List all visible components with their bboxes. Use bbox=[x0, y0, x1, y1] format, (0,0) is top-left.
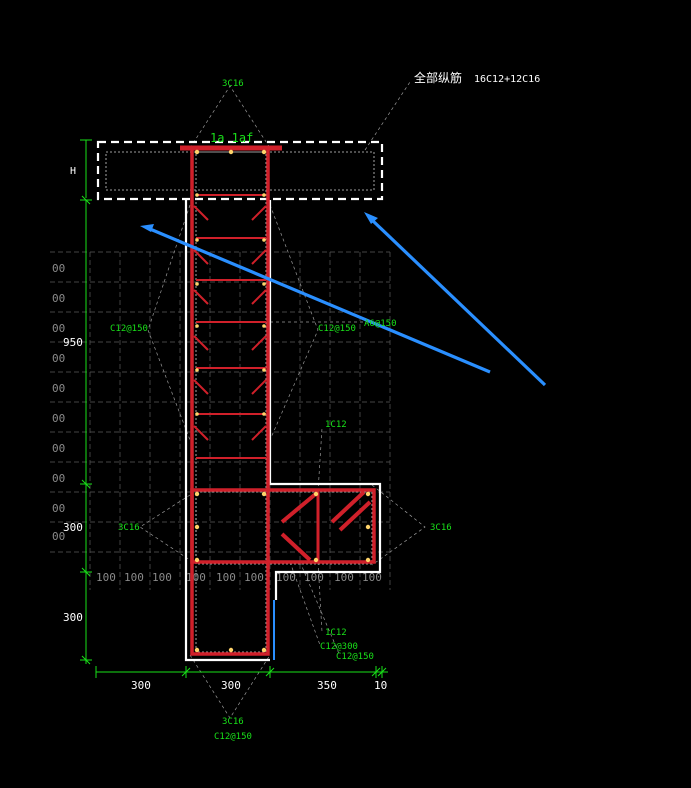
stirrup-label-right: C12@150 bbox=[318, 324, 356, 334]
corner-label-left: 3C16 bbox=[118, 523, 140, 533]
grid-row-label: 00 bbox=[52, 262, 65, 275]
title-value: 16C12+12C16 bbox=[474, 74, 540, 85]
flange-outline bbox=[96, 140, 384, 201]
leader-lines bbox=[139, 81, 426, 719]
title-label: 全部纵筋 bbox=[414, 70, 462, 85]
grid-row-label: 00 bbox=[52, 352, 65, 365]
grid-col-label: 100 bbox=[244, 571, 264, 584]
height-label: H bbox=[70, 166, 76, 177]
grid-col-label: 100 bbox=[276, 571, 296, 584]
grid-row-label: 00 bbox=[52, 530, 65, 543]
dimension-lines bbox=[80, 139, 388, 678]
grid-row-label: 00 bbox=[52, 382, 65, 395]
annotation-arrows bbox=[140, 212, 547, 387]
grid-col-label: 100 bbox=[96, 571, 116, 584]
rebar-dots bbox=[194, 149, 371, 653]
stirrup-label-bottom-right-b: C12@150 bbox=[336, 652, 374, 662]
bar-label-lower: 1C12 bbox=[325, 628, 347, 638]
grid-col-label: 100 bbox=[334, 571, 354, 584]
grid-col-label: 100 bbox=[152, 571, 172, 584]
section-outline bbox=[96, 140, 384, 662]
grid-row-label: 00 bbox=[52, 292, 65, 305]
grid-row-label: 00 bbox=[52, 412, 65, 425]
grid-row-label: 00 bbox=[52, 502, 65, 515]
grid-col-label: 100 bbox=[124, 571, 144, 584]
stirrup-label-bottom: C12@150 bbox=[214, 732, 252, 742]
corner-label-top: 3C16 bbox=[222, 79, 244, 89]
dim-horizontal-10: 10 bbox=[374, 679, 387, 692]
grid-col-label: 100 bbox=[216, 571, 236, 584]
stirrup-label-far-right: A6@150 bbox=[364, 319, 397, 329]
grid-row-label: 00 bbox=[52, 322, 65, 335]
dim-horizontal-350: 350 bbox=[317, 679, 337, 692]
dim-horizontal-300-left: 300 bbox=[131, 679, 151, 692]
rebar bbox=[180, 145, 376, 656]
bar-label-upper: 1C12 bbox=[325, 420, 347, 430]
dim-vertical-300-upper: 300 bbox=[63, 521, 83, 534]
corner-label-right: 3C16 bbox=[430, 523, 452, 533]
stirrup-label-bottom-right-a: C12@300 bbox=[320, 642, 358, 652]
corner-label-bottom: 3C16 bbox=[222, 717, 244, 727]
dim-vertical-950: 950 bbox=[63, 336, 83, 349]
dim-horizontal-300-mid: 300 bbox=[221, 679, 241, 692]
grid-row-label: 00 bbox=[52, 442, 65, 455]
grid-row-label: 00 bbox=[52, 472, 65, 485]
flange-label: 1a 1af bbox=[210, 131, 253, 145]
grid-col-label: 100 bbox=[362, 571, 382, 584]
stirrup-label-left: C12@150 bbox=[110, 324, 148, 334]
dim-vertical-300-lower: 300 bbox=[63, 611, 83, 624]
